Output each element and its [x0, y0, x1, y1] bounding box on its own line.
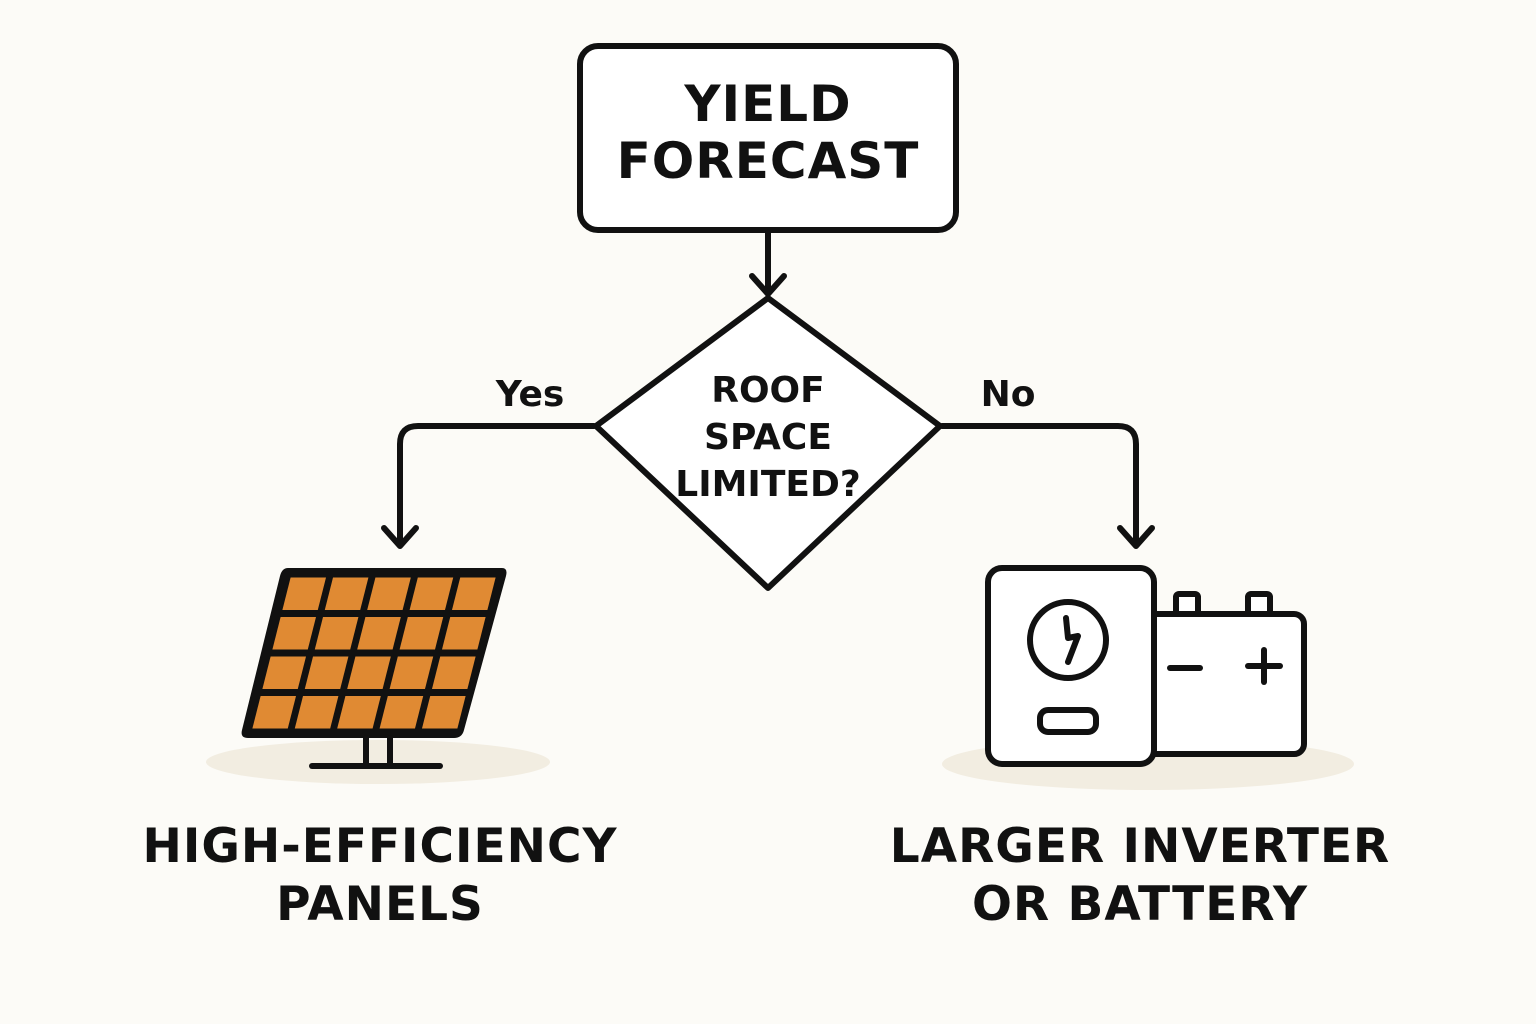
connector-yes-branch	[381, 423, 597, 549]
solar-cell	[347, 656, 391, 689]
solar-cell	[389, 656, 434, 689]
connector-start-to-decision	[749, 229, 787, 297]
solar-cell	[304, 656, 349, 689]
decision-node-diamond	[593, 295, 943, 591]
solar-panel-shadow	[206, 740, 550, 784]
solar-cell	[324, 577, 369, 610]
solar-cell	[367, 577, 411, 610]
solar-cell	[252, 696, 297, 729]
decision-node-line-3: LIMITED?	[675, 464, 861, 505]
solar-cell	[421, 696, 466, 729]
solar-cell	[357, 617, 401, 650]
solar-cell	[294, 696, 339, 729]
solar-cell	[441, 617, 486, 650]
no-branch-label: No	[980, 374, 1036, 415]
outcome-right-label: LARGER INVERTER OR BATTERY	[870, 818, 1410, 934]
solar-cell	[262, 656, 307, 689]
outcome-left-label: HIGH-EFFICIENCY PANELS	[120, 818, 640, 934]
decision-node-line-2: SPACE	[704, 417, 832, 458]
solar-cell	[379, 696, 424, 729]
solar-cell	[282, 577, 327, 610]
start-node-line-1: YIELD	[684, 75, 852, 133]
solar-cell	[431, 656, 476, 689]
start-node-line-2: FORECAST	[616, 132, 920, 190]
connector-no-branch	[939, 423, 1155, 549]
outcome-left-line-1: HIGH-EFFICIENCY	[142, 819, 618, 874]
yes-branch-label: Yes	[495, 374, 565, 415]
outcome-left-line-2: PANELS	[276, 877, 484, 932]
decision-node-label: ROOF SPACE LIMITED?	[650, 367, 886, 508]
battery-icon	[1137, 591, 1307, 757]
solar-cell	[314, 617, 359, 650]
solar-cell	[272, 617, 317, 650]
solar-cell	[337, 696, 381, 729]
lightning-bolt-icon	[1063, 615, 1081, 665]
decision-node-line-1: ROOF	[711, 370, 825, 411]
solar-cell	[451, 577, 496, 610]
outcome-right-line-2: OR BATTERY	[971, 877, 1309, 932]
solar-cell	[409, 577, 454, 610]
start-node-label: YIELD FORECAST	[580, 76, 956, 190]
inverter-display-slot	[1037, 707, 1099, 735]
inverter-icon	[985, 565, 1157, 767]
outcome-right-line-1: LARGER INVERTER	[889, 819, 1391, 874]
solar-cell	[399, 617, 444, 650]
solar-panel-icon	[241, 568, 507, 769]
